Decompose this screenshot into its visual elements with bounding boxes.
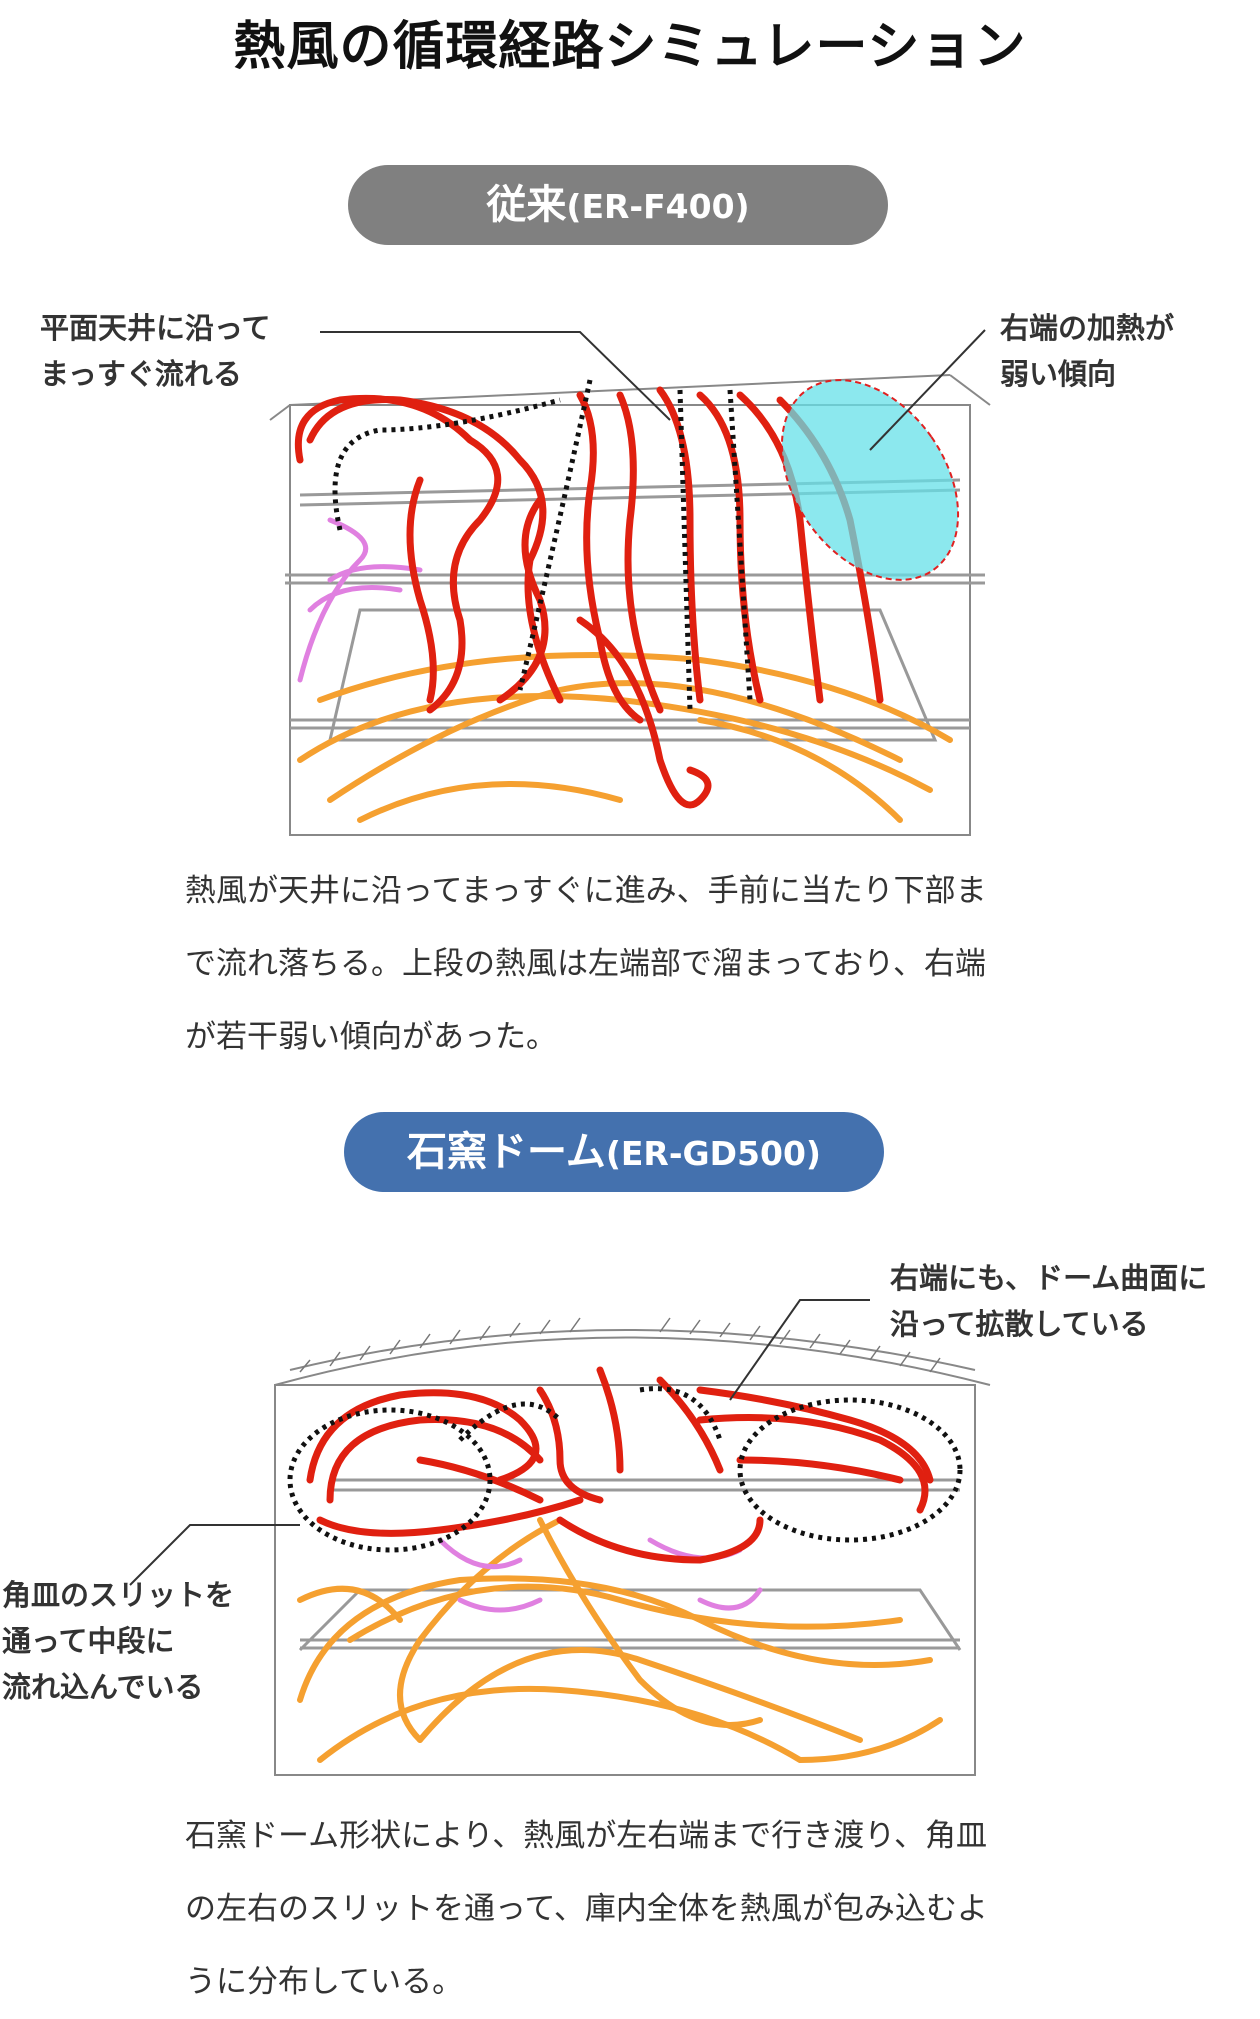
callout-flat-ceiling: 平面天井に沿って まっすぐ流れる — [40, 311, 271, 391]
section1-description: 熱風が天井に沿ってまっすぐに進み、手前に当たり下部ま で流れ落ちる。上段の熱風は… — [185, 873, 987, 1055]
section2-label-main: 石窯ドーム — [407, 1129, 606, 1175]
dome-flow-orange — [297, 1517, 943, 1764]
dome-ceiling-hatch — [299, 1317, 941, 1373]
dome-middle-tray — [298, 1588, 962, 1652]
dome-flow-pink — [437, 1537, 763, 1613]
section1-label-model: (ER-F400) — [566, 187, 750, 226]
callout-dome-diffuse: 右端にも、ドーム曲面に 沿って拡散している — [890, 1261, 1208, 1341]
conventional-flow-arrows — [332, 379, 753, 711]
dome-callout-lines — [129, 1299, 870, 1586]
dome-flow-arrows — [287, 1386, 963, 1553]
callout-right-weak: 右端の加熱が 弱い傾向 — [1000, 311, 1175, 391]
callout-tray-slit: 角皿のスリットを 通って中段に 流れ込んでいる — [2, 1578, 235, 1704]
dome-oven-diagram — [274, 1317, 991, 1776]
conventional-flow-pink — [297, 517, 423, 683]
page-title: 熱風の循環経路シミュレーション — [233, 17, 1027, 77]
conventional-flow-orange — [297, 652, 953, 823]
section1-label-main: 従来 — [486, 182, 567, 228]
section2-label-model: (ER-GD500) — [605, 1134, 821, 1173]
section2-description: 石窯ドーム形状により、熱風が左右端まで行き渡り、角皿 の左右のスリットを通って、… — [185, 1818, 988, 2000]
dome-flow-red — [306, 1366, 934, 1564]
conventional-callout-lines — [320, 329, 986, 451]
section1-label-pill: 従来(ER-F400) — [348, 165, 888, 245]
dome-upper-tray — [330, 1478, 960, 1492]
middle-rack — [285, 573, 985, 585]
section2-label-pill: 石窯ドーム(ER-GD500) — [344, 1112, 884, 1192]
weak-heating-highlight — [780, 379, 960, 581]
lower-rack — [290, 608, 970, 742]
